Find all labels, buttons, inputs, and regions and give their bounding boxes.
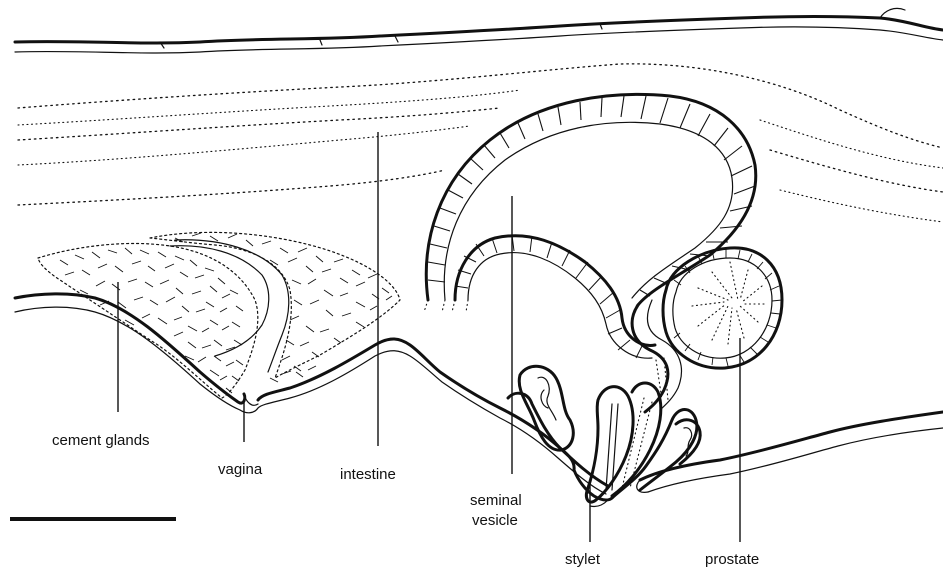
prostate <box>663 248 782 368</box>
label-seminal-vesicle-line2: vesicle <box>472 511 518 530</box>
intestine <box>18 64 943 222</box>
label-prostate: prostate <box>705 550 759 569</box>
label-intestine: intestine <box>340 465 396 484</box>
dorsal-body-wall <box>15 8 943 53</box>
label-seminal-vesicle-line1: seminal <box>470 491 522 510</box>
ventral-body-wall <box>15 294 943 494</box>
ejaculatory-duct <box>632 300 681 412</box>
label-vagina: vagina <box>218 460 262 479</box>
seminal-vesicle <box>424 94 756 358</box>
label-cement-glands: cement glands <box>52 431 150 450</box>
label-stylet: stylet <box>565 550 600 569</box>
leader-lines <box>118 132 740 542</box>
